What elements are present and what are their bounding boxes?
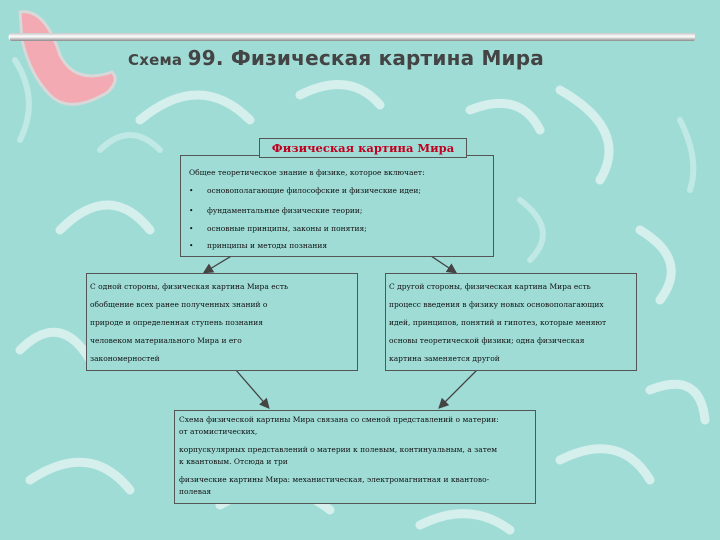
bottom-line: физические картины Мира: механистическая… <box>179 475 490 484</box>
bottom-line: Схема физической картины Мира связана со… <box>179 415 499 424</box>
arrow-right-to-bottom <box>438 368 479 409</box>
right-aspect-box: С другой стороны, физическая картина Мир… <box>385 273 637 371</box>
list-item: •основополагающие философские и физическ… <box>189 186 421 195</box>
bottom-line: полевая <box>179 487 212 496</box>
general-knowledge-intro: Общее теоретическое знание в физике, кот… <box>189 168 425 177</box>
slide-title: Схема 99. Физическая картина Мира <box>128 46 544 70</box>
list-item: •фундаментальные физические теории; <box>189 206 363 215</box>
right-line: процесс введения в физику новых основопо… <box>389 300 604 309</box>
title-prefix: Схема <box>128 51 188 69</box>
bottom-line: от атомистических, <box>179 427 258 436</box>
left-line: природе и определенная ступень познания <box>90 318 264 327</box>
arrow-left-to-bottom <box>234 368 270 409</box>
title-underline-bar <box>10 33 695 41</box>
diagram-header: Физическая картина Мира <box>259 138 467 158</box>
left-line: человеком материального Мира и его <box>90 336 242 345</box>
general-knowledge-box: Общее теоретическое знание в физике, кот… <box>180 155 494 257</box>
right-line: идей, принципов, понятий и гипотез, кото… <box>389 318 607 327</box>
left-line: С одной стороны, физическая картина Мира… <box>90 282 289 291</box>
title-main: 99. Физическая картина Мира <box>187 46 544 70</box>
list-item: •основные принципы, законы и понятия; <box>189 224 367 233</box>
matter-concepts-box: Схема физической картины Мира связана со… <box>174 410 536 504</box>
right-line: основы теоретической физики; одна физиче… <box>389 336 585 345</box>
right-line: С другой стороны, физическая картина Мир… <box>389 282 591 291</box>
left-line: обобщение всех ранее полученных знаний о <box>90 300 268 309</box>
bottom-line: к квантовым. Отсюда и три <box>179 457 288 466</box>
right-line: картина заменяется другой <box>389 354 500 363</box>
left-line: закономерностей <box>90 354 160 363</box>
bottom-line: корпускулярных представлений о материи к… <box>179 445 498 454</box>
left-aspect-box: С одной стороны, физическая картина Мира… <box>86 273 358 371</box>
list-item: •принципы и методы познания <box>189 241 328 250</box>
